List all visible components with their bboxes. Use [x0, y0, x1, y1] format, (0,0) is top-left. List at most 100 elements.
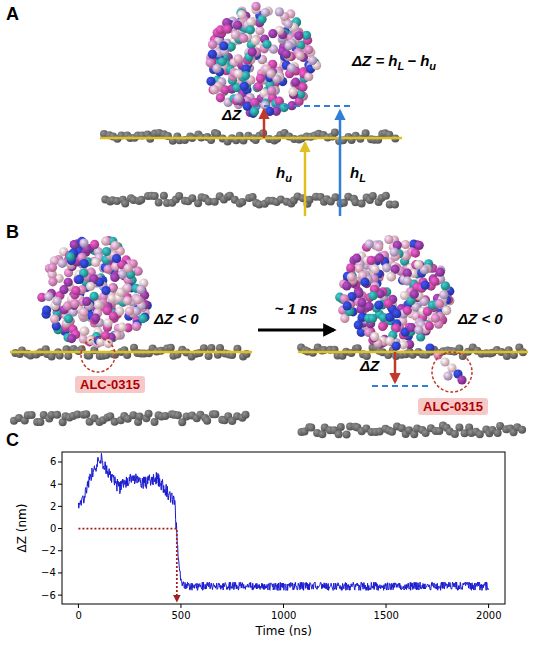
- bead: [430, 277, 439, 286]
- subscript: L: [359, 172, 366, 184]
- reference-line: [10, 351, 252, 354]
- label-text: − h: [407, 52, 429, 69]
- bead: [231, 30, 240, 39]
- label-text: ΔZ (nm): [15, 504, 29, 553]
- lipid-nanoparticle: [206, 2, 322, 118]
- bead: [392, 341, 401, 350]
- bead: [206, 77, 215, 86]
- bead: [136, 285, 145, 294]
- bead: [79, 238, 88, 247]
- bead: [80, 326, 89, 335]
- bead: [233, 21, 242, 30]
- membrane-bead: [155, 199, 163, 207]
- tick-label: 1000: [271, 610, 296, 621]
- bead: [439, 290, 448, 299]
- bead: [262, 40, 271, 49]
- bead: [138, 314, 147, 323]
- axis-title: ΔZ (nm): [15, 504, 29, 553]
- bead: [385, 313, 394, 322]
- bead: [375, 253, 384, 262]
- membrane-bead: [203, 417, 211, 425]
- condition-label: ΔZ < 0: [154, 310, 199, 327]
- bead: [431, 314, 440, 323]
- axis-tick: [58, 506, 62, 507]
- bead: [123, 296, 132, 305]
- bead: [267, 86, 276, 95]
- plot-frame: [62, 452, 505, 604]
- membrane-bead: [343, 430, 351, 438]
- bead: [71, 286, 80, 295]
- height-arrow: [339, 111, 342, 216]
- bead: [248, 47, 257, 56]
- bead: [390, 247, 399, 256]
- bead: [368, 314, 377, 323]
- membrane-bead: [82, 410, 90, 418]
- bead: [240, 82, 249, 91]
- axis-tick: [58, 595, 62, 596]
- panel-letter: C: [6, 430, 19, 451]
- bead: [261, 8, 270, 17]
- membrane-bead: [136, 413, 144, 421]
- bead: [352, 254, 361, 263]
- bead: [251, 36, 260, 45]
- axis-tick: [488, 604, 489, 608]
- membrane-bead: [53, 411, 61, 419]
- axis-tick: [58, 461, 62, 462]
- bead: [384, 299, 393, 308]
- delta-label: ΔZ: [222, 106, 241, 123]
- membrane-layer: [297, 422, 526, 439]
- subscript: L: [398, 60, 405, 72]
- bead: [125, 306, 134, 315]
- panel-letter: A: [6, 4, 19, 25]
- bead: [246, 25, 255, 34]
- level-line: [254, 105, 350, 107]
- label-text: 2000: [476, 610, 501, 621]
- axis-tick: [58, 484, 62, 485]
- bead: [208, 50, 217, 59]
- tick-label: 4: [50, 479, 56, 490]
- bead: [80, 327, 89, 336]
- bead: [216, 93, 225, 102]
- delta-label: ΔZ: [360, 357, 379, 374]
- membrane-bead: [238, 198, 246, 206]
- lipid-nanoparticle: [37, 236, 152, 348]
- bead: [378, 322, 387, 331]
- membrane-bead: [318, 430, 326, 438]
- height-label: hu: [276, 164, 292, 184]
- label-text: 0: [50, 523, 56, 534]
- height-arrow: [304, 143, 307, 216]
- label-text: B: [6, 222, 19, 242]
- membrane-bead: [451, 430, 459, 438]
- bead: [304, 72, 313, 81]
- bead: [110, 273, 119, 282]
- box-text: ALC-0315: [423, 399, 483, 414]
- bead: [367, 256, 376, 265]
- membrane-bead: [335, 430, 343, 438]
- membrane-layer: [10, 410, 250, 426]
- tick-label: −4: [41, 567, 56, 578]
- label-box: ALC-0315: [418, 398, 488, 415]
- bead: [123, 283, 132, 292]
- tick-label: 500: [171, 610, 190, 621]
- bead: [435, 299, 444, 308]
- bead: [111, 241, 120, 250]
- bead: [386, 272, 395, 281]
- bead: [343, 301, 352, 310]
- delta-arrow: [263, 110, 266, 138]
- label-text: −2: [41, 545, 56, 556]
- bead: [133, 295, 142, 304]
- panel-letter: B: [6, 222, 19, 243]
- bead: [67, 334, 76, 343]
- bead: [284, 41, 293, 50]
- bead: [70, 299, 79, 308]
- tick-label: 2000: [476, 610, 501, 621]
- membrane-bead: [332, 193, 340, 201]
- axis-tick: [283, 604, 284, 608]
- bead: [298, 82, 307, 91]
- time-label: ~ 1 ns: [275, 300, 318, 317]
- bead: [42, 305, 51, 314]
- bead: [370, 332, 379, 341]
- bead: [219, 41, 228, 50]
- bead: [64, 314, 73, 323]
- bead: [239, 34, 248, 43]
